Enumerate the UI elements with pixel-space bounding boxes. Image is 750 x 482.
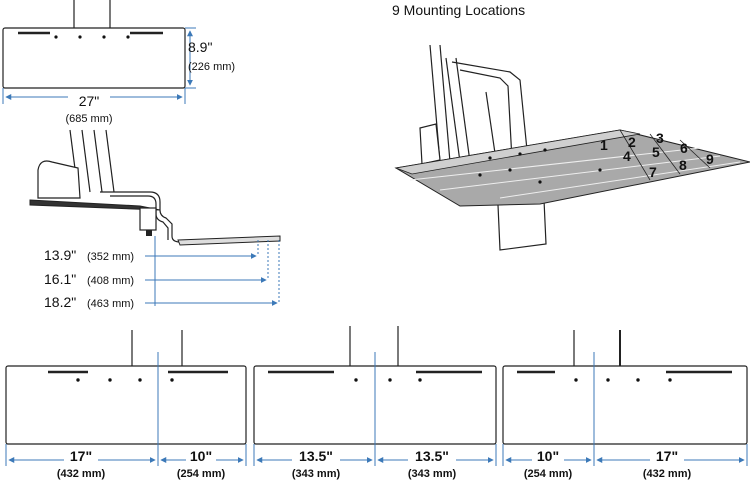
reach-2-label: 16.1" [44, 271, 76, 287]
mount-pos-2: 2 [628, 134, 636, 150]
tray3-left-mm: (254 mm) [524, 468, 573, 480]
tray1-left-mm: (432 mm) [57, 468, 106, 480]
mount-pos-7: 7 [649, 164, 657, 180]
tray1-right-mm: (254 mm) [177, 468, 226, 480]
top-tray-width-mm: (685 mm) [65, 113, 112, 125]
tray2-left-label: 13.5" [299, 448, 333, 464]
bottom-tray-1: 17" (432 mm) 10" (254 mm) [5, 330, 247, 480]
reach-2-mm: (408 mm) [87, 275, 134, 287]
reach-3-mm: (463 mm) [87, 298, 134, 310]
top-tray-depth-label: 8.9" [188, 39, 212, 55]
tray3-right-mm: (432 mm) [643, 468, 692, 480]
mount-pos-6: 6 [680, 140, 688, 156]
mount-pos-3: 3 [656, 130, 664, 146]
tray3-left-label: 10" [537, 448, 559, 464]
tray2-right-label: 13.5" [415, 448, 449, 464]
tray1-left-label: 17" [70, 448, 92, 464]
mounting-title: 9 Mounting Locations [392, 2, 525, 18]
top-tray-diagram: 8.9" (226 mm) 27" (685 mm) [2, 0, 235, 125]
mount-pos-5: 5 [652, 144, 660, 160]
side-view-diagram: 13.9" (352 mm) 16.1" (408 mm) 18.2" (463… [29, 129, 281, 310]
tray2-right-mm: (343 mm) [408, 468, 457, 480]
bottom-tray-2: 13.5" (343 mm) 13.5" (343 mm) [253, 326, 497, 480]
reach-1-label: 13.9" [44, 247, 76, 263]
bottom-tray-3: 10" (254 mm) 17" (432 mm) [502, 330, 748, 480]
mount-pos-8: 8 [679, 157, 687, 173]
mount-pos-4: 4 [623, 148, 631, 164]
reach-1-mm: (352 mm) [87, 251, 134, 263]
top-tray-surface [2, 27, 186, 89]
mount-pos-9: 9 [706, 151, 714, 167]
mount-pos-1: 1 [600, 137, 608, 153]
top-tray-depth-mm: (226 mm) [188, 61, 235, 73]
top-tray-width-label: 27" [79, 93, 100, 109]
mounting-locations-diagram: 9 Mounting Locations 1 2 3 4 5 6 [392, 2, 750, 251]
tray1-right-label: 10" [190, 448, 212, 464]
tray2-left-mm: (343 mm) [292, 468, 341, 480]
reach-3-label: 18.2" [44, 294, 76, 310]
tray3-right-label: 17" [656, 448, 678, 464]
